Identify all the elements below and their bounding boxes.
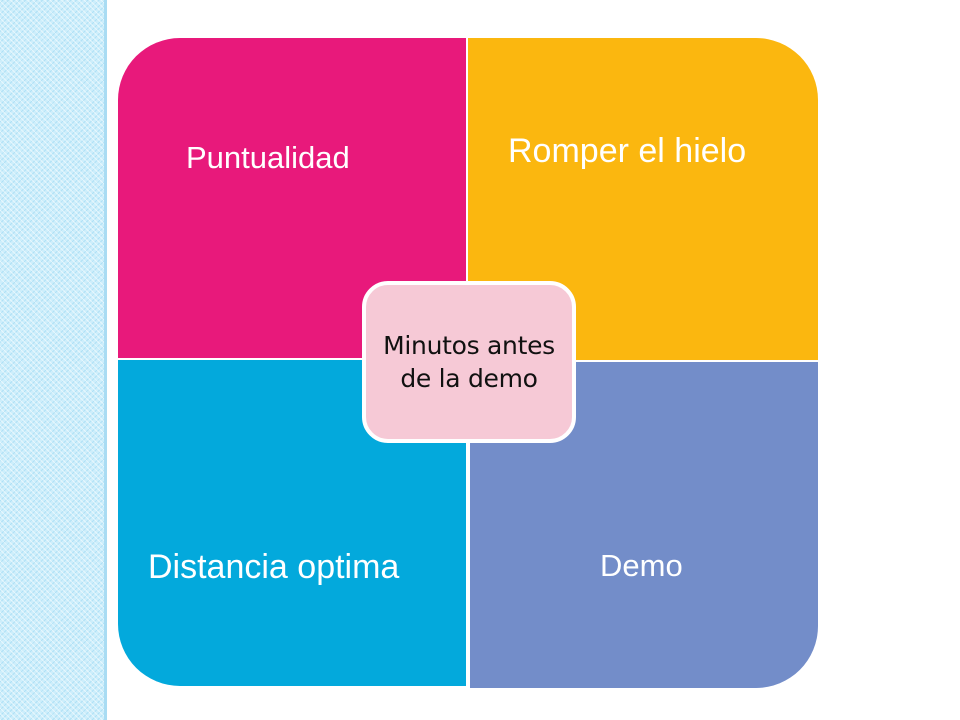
center-node: Minutos antes de la demo (362, 281, 576, 443)
label-puntualidad: Puntualidad (186, 140, 350, 175)
side-decorative-stripe (0, 0, 104, 720)
label-distancia-optima: Distancia optima (148, 548, 400, 586)
side-stripe-edge (104, 0, 107, 720)
center-node-text: Minutos antes de la demo (383, 331, 555, 393)
label-demo: Demo (600, 548, 683, 583)
label-romper-el-hielo: Romper el hielo (508, 132, 747, 170)
